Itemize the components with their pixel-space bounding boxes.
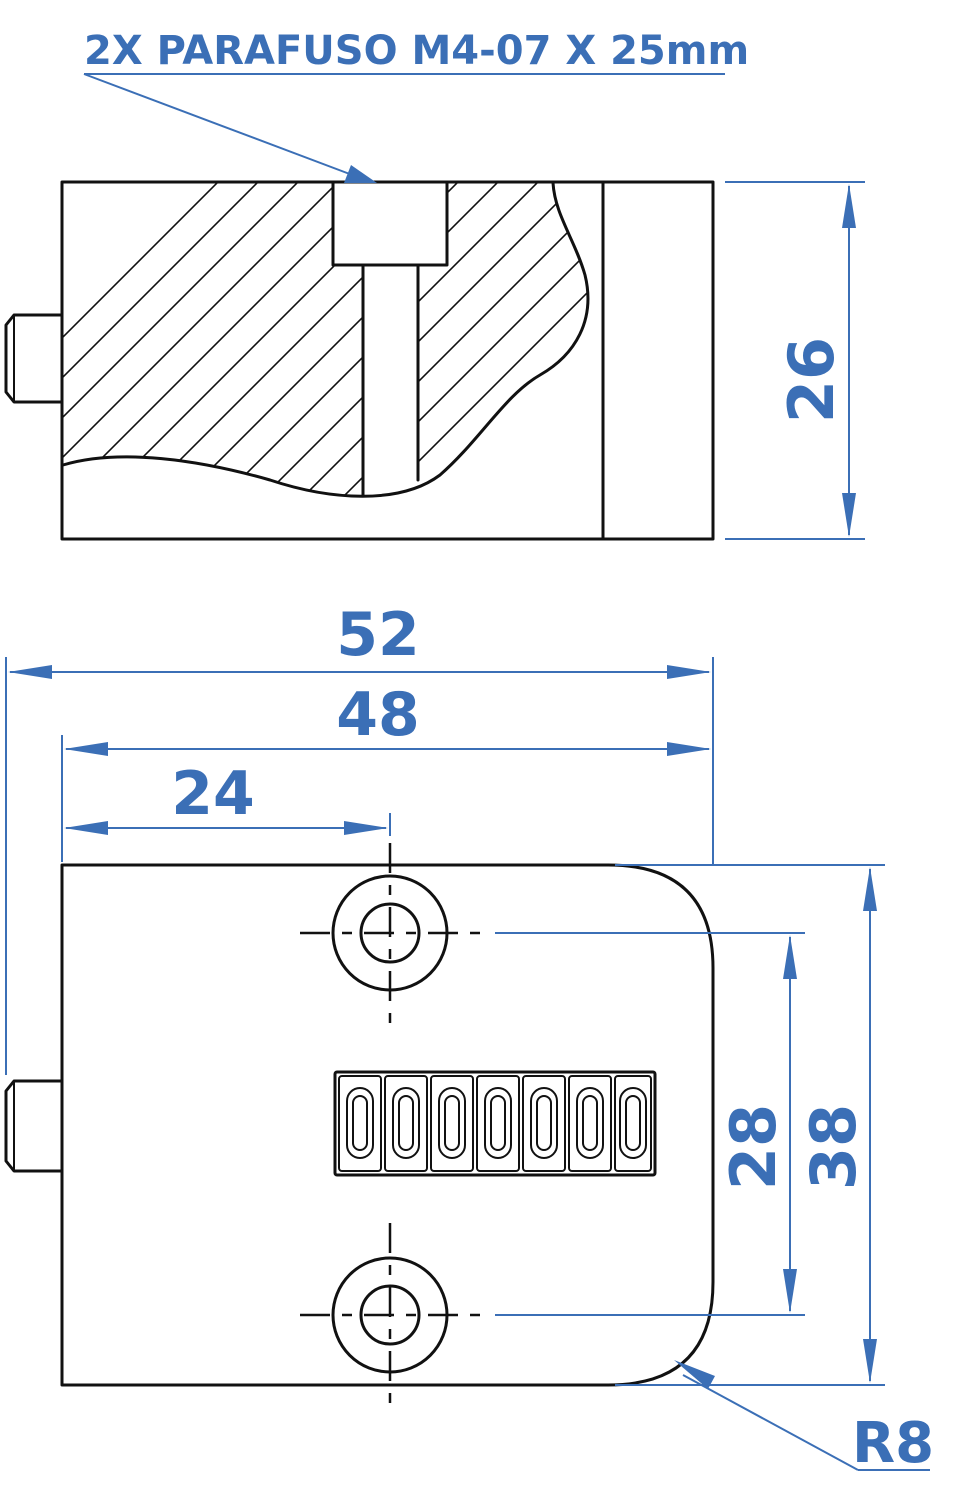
dim-height-side: 26 xyxy=(725,181,865,540)
side-body-outline xyxy=(60,180,715,541)
lower-screw-hole xyxy=(300,1223,482,1405)
dim-height-side-text: 26 xyxy=(775,337,848,423)
section-break-line xyxy=(61,181,590,498)
section-hatching xyxy=(63,183,588,497)
screw-callout: 2X PARAFUSO M4-07 X 25mm xyxy=(83,28,749,183)
dim-body-width: 48 xyxy=(61,680,711,862)
counterbore xyxy=(331,181,449,267)
screw-shank xyxy=(361,263,420,497)
side-pin xyxy=(4,313,64,404)
dim-corner-radius-text: R8 xyxy=(852,1411,934,1476)
top-body-outline xyxy=(60,863,715,1387)
terminal-connector xyxy=(333,1070,657,1177)
dim-body-width-text: 48 xyxy=(336,680,420,750)
dim-body-height-text: 38 xyxy=(797,1104,870,1190)
top-pin xyxy=(4,1079,64,1173)
dim-overall-width: 52 xyxy=(5,600,714,1075)
dim-hole-offset-text: 24 xyxy=(171,759,255,829)
dim-hole-spacing-text: 28 xyxy=(717,1104,790,1190)
dim-hole-spacing: 28 xyxy=(495,932,805,1316)
upper-screw-hole xyxy=(300,843,482,1025)
dim-corner-radius: R8 xyxy=(674,1360,934,1476)
dim-hole-offset: 24 xyxy=(64,759,391,836)
dim-body-height: 38 xyxy=(615,864,885,1386)
top-view xyxy=(4,843,715,1405)
dim-overall-width-text: 52 xyxy=(336,600,420,670)
side-section-view xyxy=(4,180,715,541)
callout-text: 2X PARAFUSO M4-07 X 25mm xyxy=(84,28,749,74)
